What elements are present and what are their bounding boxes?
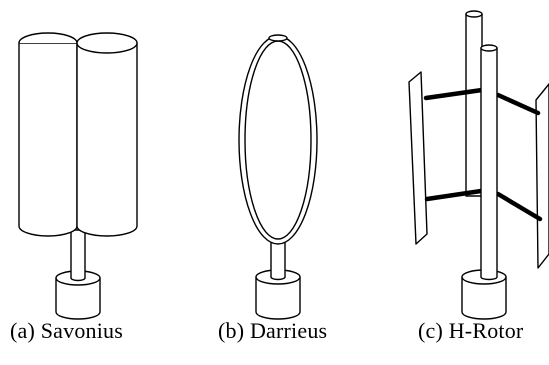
caption-darrieus: (b) Darrieus bbox=[218, 318, 328, 343]
savonius-left-bucket bbox=[18, 32, 78, 237]
savonius-shaft bbox=[70, 229, 86, 282]
darrieus-shaft bbox=[270, 239, 286, 281]
caption-h-rotor: (c) H-Rotor bbox=[418, 318, 524, 343]
caption-savonius: (a) Savonius bbox=[10, 318, 123, 343]
savonius-right-bucket bbox=[76, 32, 138, 237]
h-rotor-turbine bbox=[408, 10, 549, 320]
h-rotor-right-blade bbox=[535, 83, 549, 269]
savonius-turbine bbox=[18, 32, 138, 320]
darrieus-blades bbox=[238, 34, 318, 245]
h-rotor-rear-mast bbox=[465, 10, 483, 197]
h-rotor-left-blade bbox=[408, 71, 428, 245]
h-rotor-support-arms bbox=[423, 87, 543, 222]
h-rotor-front-mast bbox=[480, 44, 498, 281]
darrieus-turbine bbox=[238, 34, 318, 320]
